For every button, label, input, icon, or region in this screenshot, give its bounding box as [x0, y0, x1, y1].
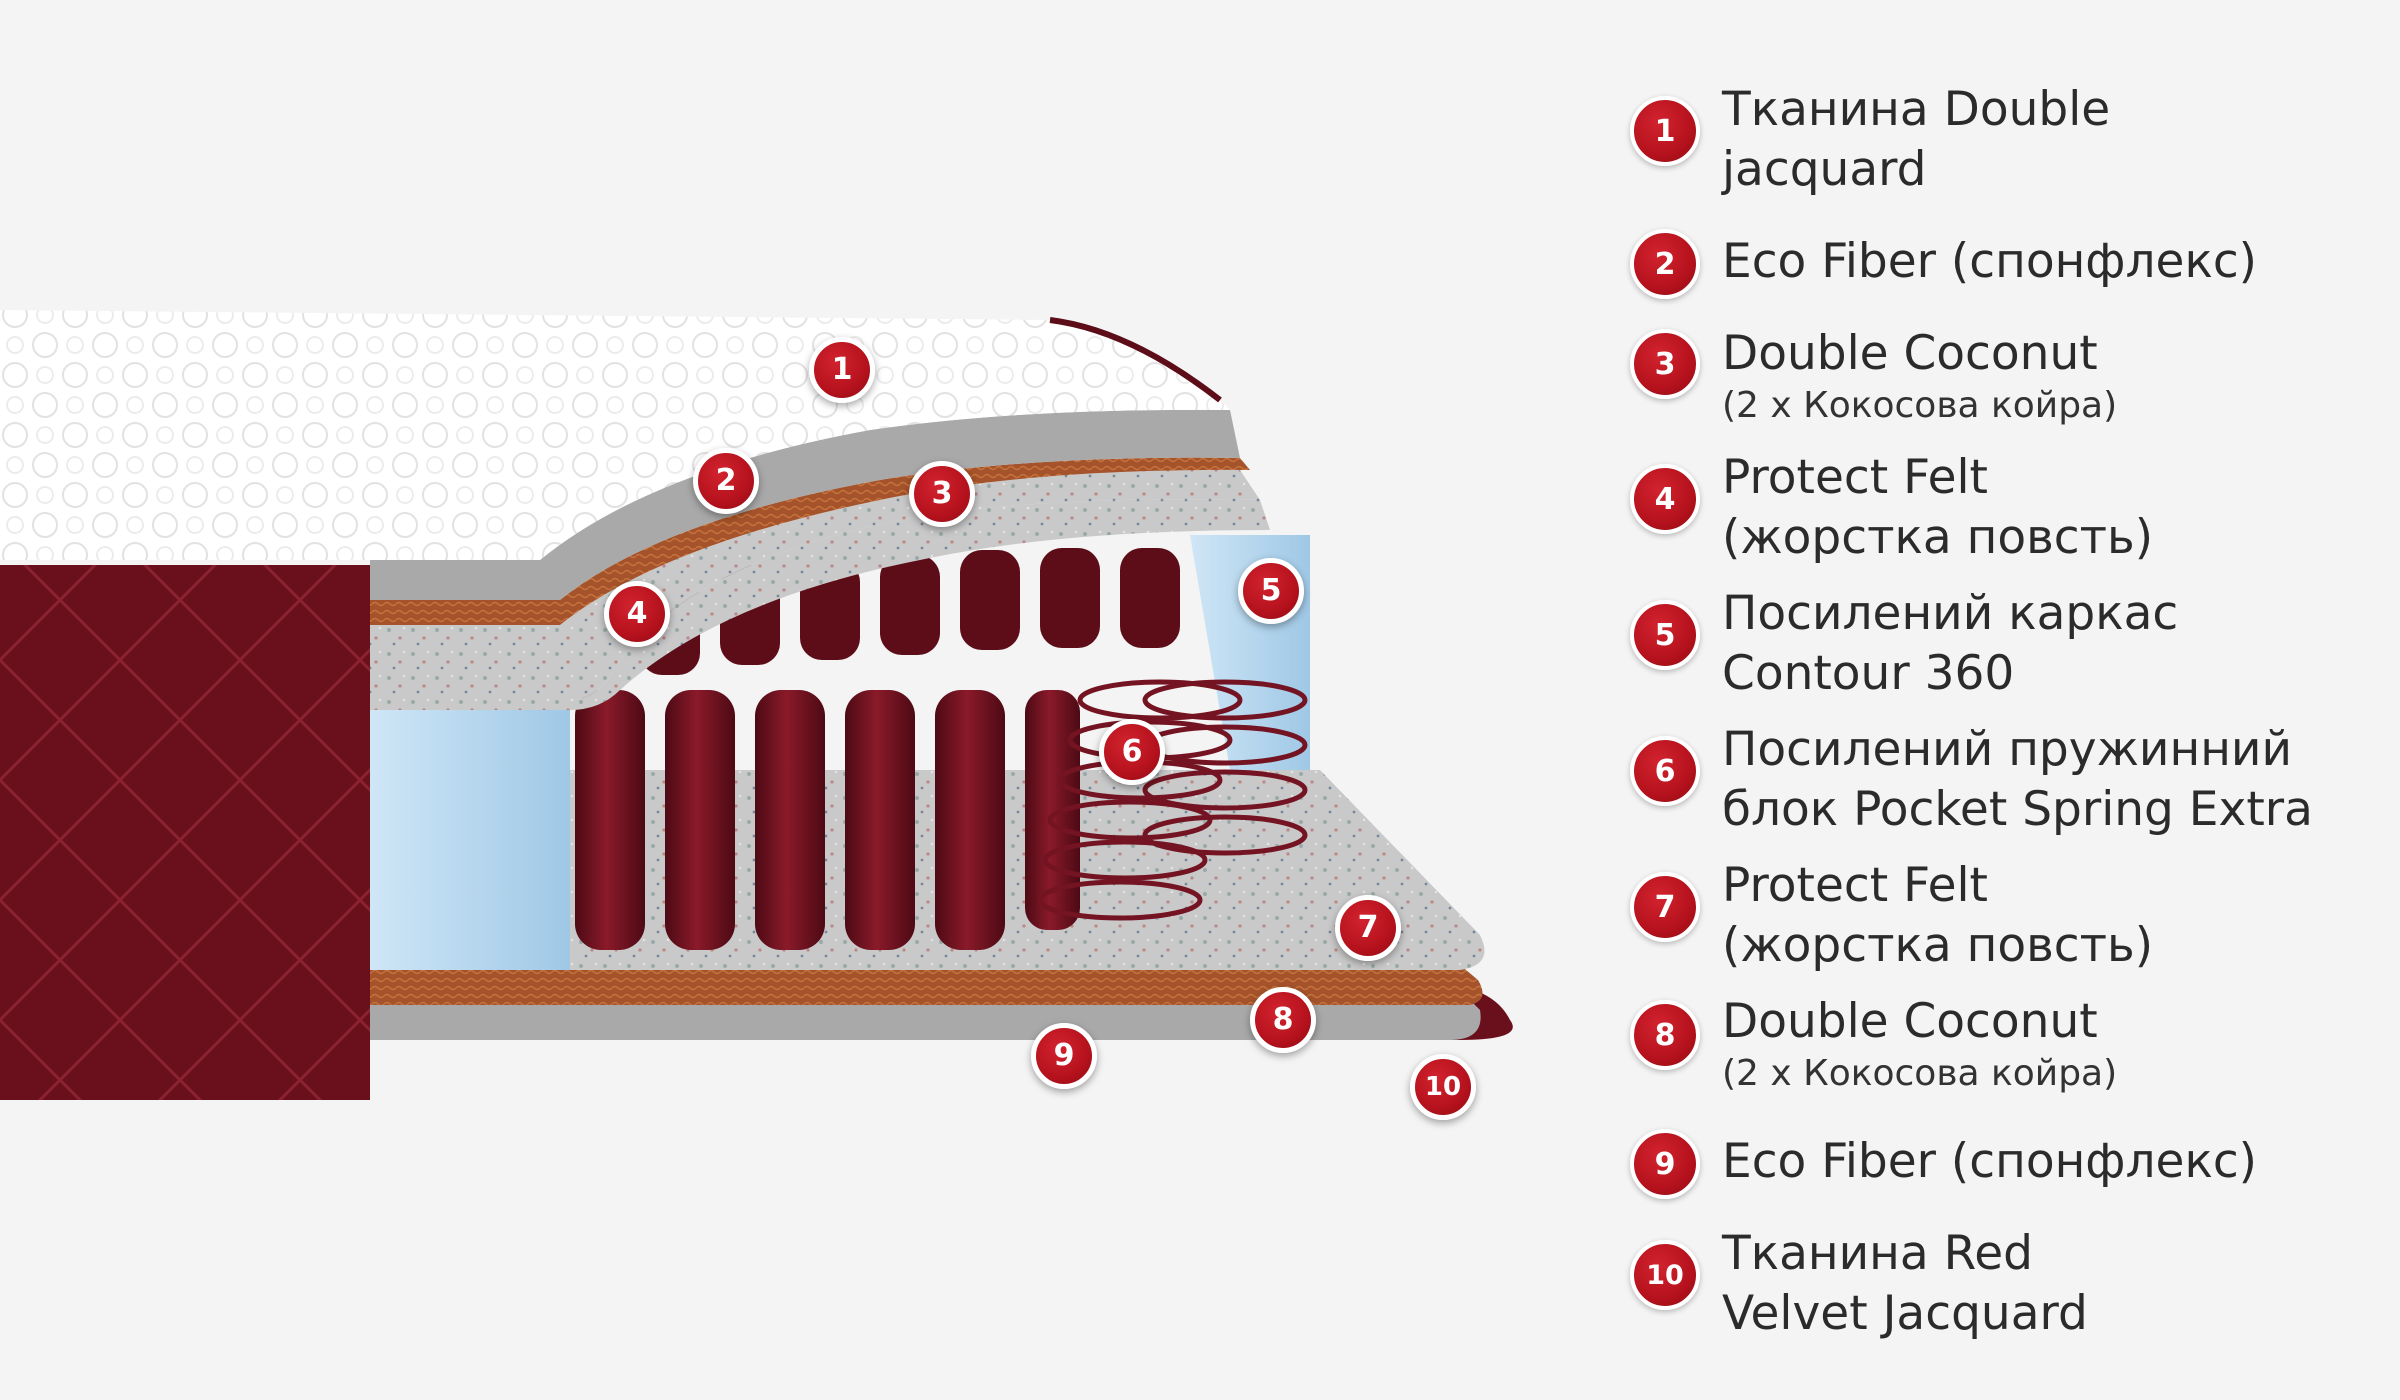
legend-badge: 1: [1630, 96, 1700, 166]
legend-title: Посилений пружинний блок Pocket Spring E…: [1722, 722, 2313, 837]
legend-title: Тканина Double jacquard: [1722, 82, 2111, 197]
legend-title: Protect Felt (жорстка повсть): [1722, 858, 2154, 973]
felt-bottom-layer: [370, 770, 1485, 970]
legend-title: Посилений каркас Contour 360: [1722, 586, 2179, 701]
legend-badge: 3: [1630, 329, 1700, 399]
coconut-bottom-layer: [370, 965, 1483, 1005]
eco-fiber-top-layer: [370, 409, 1240, 600]
felt-top-layer: [370, 499, 1270, 710]
marker-4: 4: [604, 581, 670, 647]
marker-3: 3: [909, 461, 975, 527]
legend-title: Double Coconut: [1722, 994, 2098, 1049]
legend-title: Protect Felt (жорстка повсть): [1722, 450, 2154, 565]
legend-badge: 4: [1630, 464, 1700, 534]
legend-subtitle: (2 x Кокосова койра): [1722, 385, 2118, 426]
legend-title: Тканина Red Velvet Jacquard: [1722, 1226, 2088, 1341]
velvet-side-panel: [0, 565, 370, 1100]
marker-6: 6: [1099, 719, 1165, 785]
marker-9: 9: [1031, 1023, 1097, 1089]
marker-10: 10: [1410, 1054, 1476, 1120]
marker-5: 5: [1238, 558, 1304, 624]
legend-badge: 10: [1630, 1240, 1700, 1310]
legend-badge: 8: [1630, 1000, 1700, 1070]
marker-8: 8: [1250, 987, 1316, 1053]
coconut-top-layer: [370, 457, 1250, 625]
marker-7: 7: [1335, 895, 1401, 961]
marker-2: 2: [693, 448, 759, 514]
eco-fiber-bottom-layer: [370, 1000, 1481, 1040]
legend-badge: 9: [1630, 1129, 1700, 1199]
mattress-illustration: [0, 310, 1513, 1100]
jacquard-top-layer: [0, 310, 1230, 560]
legend-title: Eco Fiber (спонфлекс): [1722, 1134, 2258, 1189]
felt-top-surface: [370, 469, 1260, 700]
legend-title: Eco Fiber (спонфлекс): [1722, 234, 2258, 289]
top-piping: [1049, 317, 1222, 403]
legend-badge: 6: [1630, 736, 1700, 806]
foam-frame-left: [370, 690, 570, 970]
legend-badge: 2: [1630, 229, 1700, 299]
legend-badge: 7: [1630, 872, 1700, 942]
legend-badge: 5: [1630, 600, 1700, 670]
legend-subtitle: (2 x Кокосова койра): [1722, 1053, 2118, 1094]
legend-title: Double Coconut: [1722, 326, 2098, 381]
marker-1: 1: [809, 337, 875, 403]
